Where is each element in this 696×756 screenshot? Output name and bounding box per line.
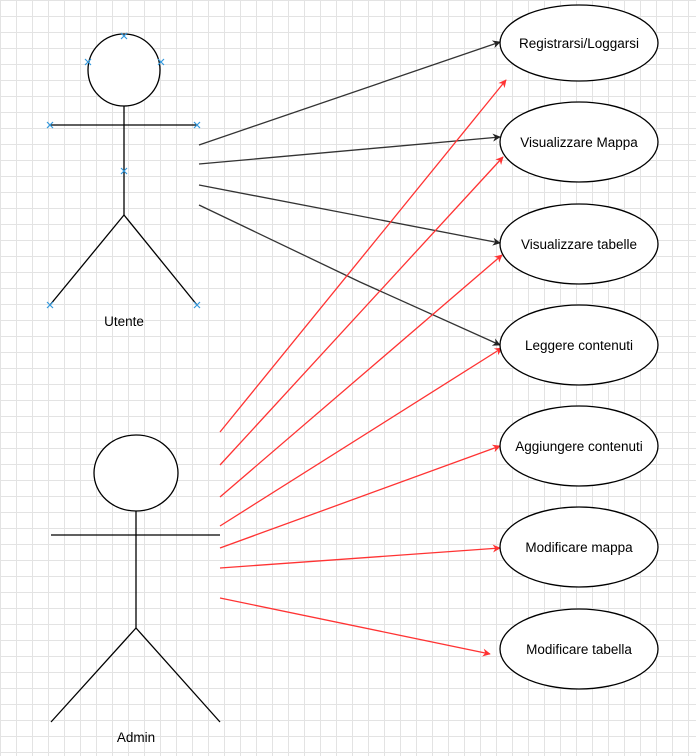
use-case-leggere-contenuti[interactable]: Leggere contenuti [499, 304, 659, 386]
association-user-uc4[interactable] [198, 204, 501, 346]
actor-user-label: Utente [104, 314, 144, 329]
use-case-visualizzare-mappa[interactable]: Visualizzare Mappa [499, 101, 659, 183]
use-case-registrarsi-loggarsi[interactable]: Registrarsi/Loggarsi [499, 4, 659, 82]
use-case-visualizzare-tabelle[interactable]: Visualizzare tabelle [499, 203, 659, 285]
association-admin-uc3[interactable] [219, 254, 503, 498]
association-user-uc1[interactable] [198, 40, 501, 146]
actor-admin-left-leg [50, 627, 137, 723]
selection-handles[interactable] [46, 32, 201, 309]
use-case-label: Aggiungere contenuti [515, 439, 643, 454]
use-case-label: Modificare tabella [526, 642, 632, 657]
use-case-aggiungere-contenuti[interactable]: Aggiungere contenuti [499, 405, 659, 487]
user-associations [198, 40, 501, 346]
actor-admin-right-leg [135, 627, 221, 723]
actor-admin[interactable]: Admin [50, 434, 221, 745]
association-admin-uc4[interactable] [219, 347, 503, 527]
association-user-uc2[interactable] [198, 133, 501, 165]
association-admin-uc7[interactable] [219, 597, 491, 657]
actor-user-right-leg [123, 214, 198, 306]
actor-user-head [87, 33, 161, 107]
actor-user-left-leg [49, 214, 125, 306]
admin-associations [219, 79, 507, 657]
actor-user[interactable]: Utente [46, 32, 201, 329]
use-case-modificare-tabella[interactable]: Modificare tabella [499, 608, 659, 690]
use-case-label: Registrarsi/Loggarsi [519, 36, 639, 51]
association-admin-uc2[interactable] [219, 156, 504, 466]
association-admin-uc5[interactable] [219, 444, 501, 549]
use-case-label: Leggere contenuti [525, 338, 633, 353]
use-case-modificare-mappa[interactable]: Modificare mappa [499, 506, 659, 588]
actor-admin-head [93, 434, 179, 512]
use-case-label: Visualizzare tabelle [521, 237, 637, 252]
use-case-label: Visualizzare Mappa [520, 135, 638, 150]
use-case-label: Modificare mappa [525, 540, 633, 555]
association-admin-uc6[interactable] [219, 544, 501, 569]
association-user-uc3[interactable] [198, 184, 501, 246]
association-admin-uc1[interactable] [219, 79, 507, 433]
actor-admin-label: Admin [117, 730, 155, 745]
